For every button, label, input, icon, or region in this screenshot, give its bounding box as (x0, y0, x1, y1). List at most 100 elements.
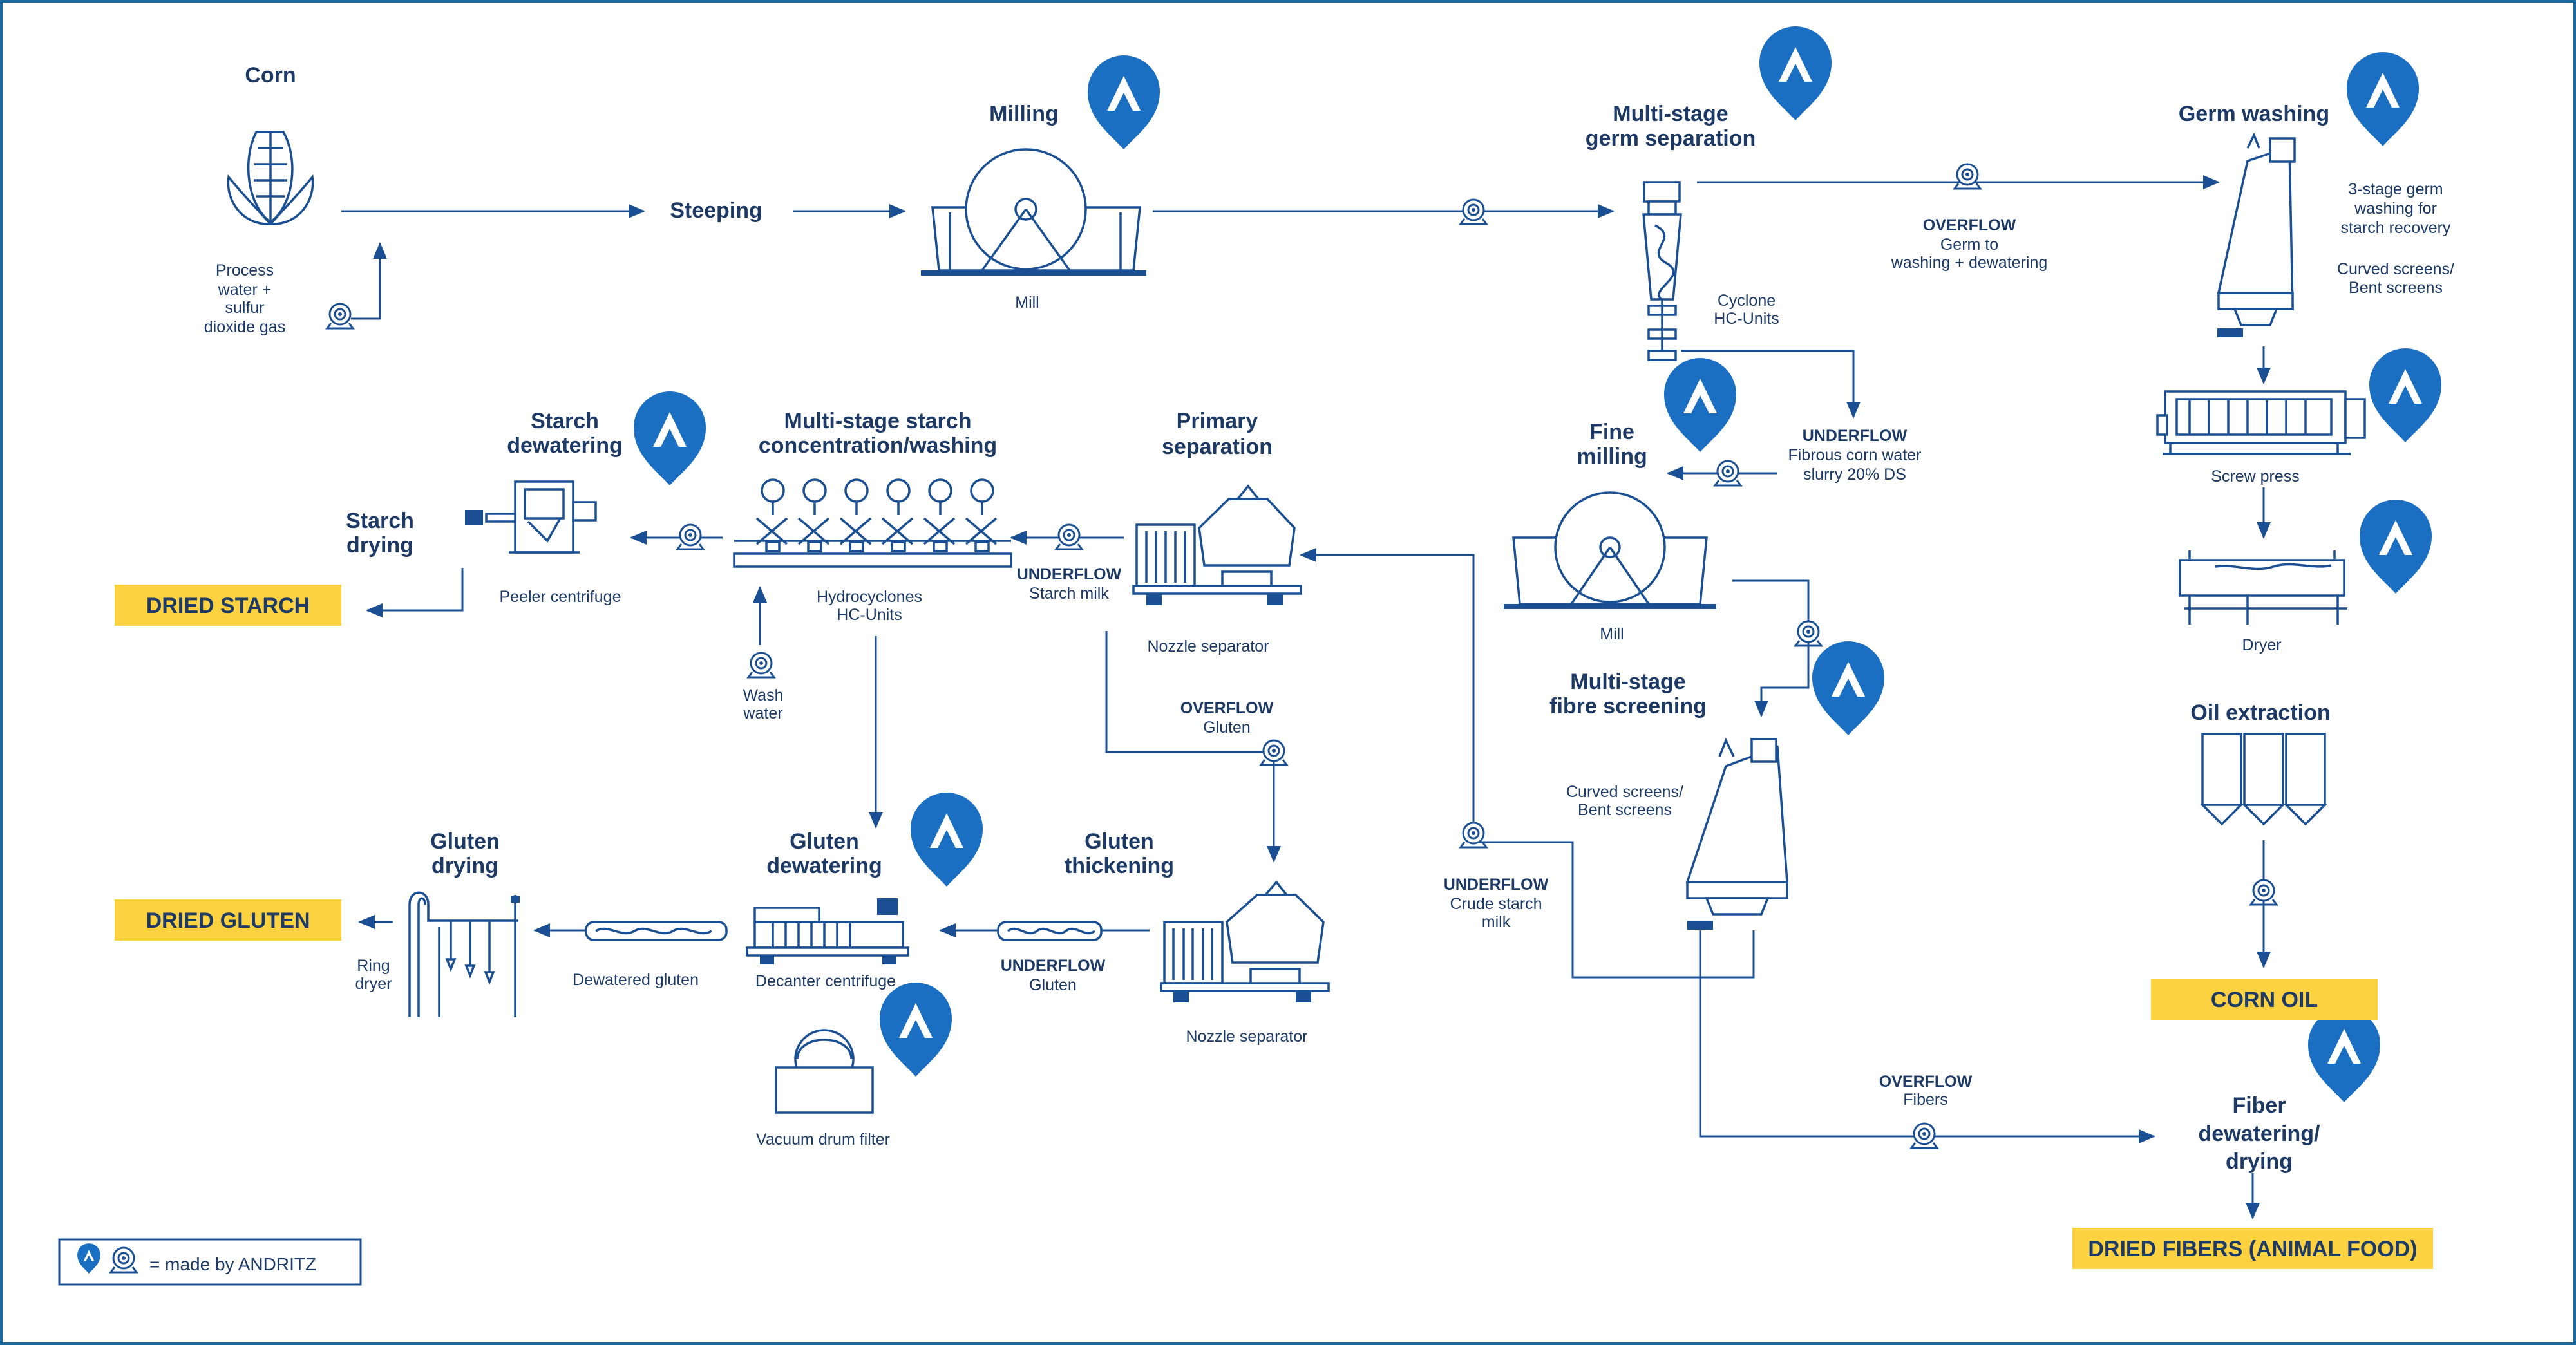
andritz-logo-pin-icon (911, 793, 983, 887)
andritz-logo-pin-icon (1088, 55, 1160, 149)
cyclone-icon (1642, 181, 1682, 361)
title-milling: Milling (989, 102, 1059, 126)
product-corn-oil: CORN OIL (2211, 988, 2318, 1012)
label-overflow-germ-1: Germ to (1940, 236, 1998, 254)
hydrocyclone-unit-icon (886, 478, 911, 503)
fibre-screen-icon (1685, 737, 1788, 930)
title-gluten-thickening-2: thickening (1065, 854, 1174, 878)
flow-gluten-overflow (1105, 631, 1281, 863)
flow-cyclone-underflow (1681, 350, 1861, 419)
pump-icon (2249, 879, 2278, 906)
title-corn: Corn (245, 63, 296, 88)
flow-lines (341, 175, 2271, 1219)
label-germ-note-2: washing for (2354, 200, 2437, 218)
andritz-logo-pin-icon (2369, 348, 2441, 442)
product-dried-gluten: DRIED GLUTEN (146, 908, 310, 933)
title-gluten-dewatering-1: Gluten (790, 829, 859, 854)
label-process-water-3: sulfur (225, 299, 264, 317)
stage-titles: Corn Steeping Milling Multi-stage germ s… (245, 63, 2330, 1174)
hydrocyclone-outlet (891, 541, 906, 552)
decanter-centrifuge-icon (746, 898, 909, 964)
pump-icon (1910, 1122, 1938, 1149)
pump-icon (326, 303, 354, 330)
title-fibre-screening-2: fibre screening (1549, 694, 1707, 719)
label-nozzle-separator-2: Nozzle separator (1186, 1028, 1308, 1046)
label-vacuum-drum: Vacuum drum filter (756, 1131, 890, 1149)
flow-crude-starch (1300, 548, 1755, 979)
title-gluten-drying-1: Gluten (430, 829, 500, 854)
nozzle-separator-icon (1132, 484, 1302, 605)
label-dewatered-gluten: Dewatered gluten (573, 971, 699, 989)
oil-silos-icon (2199, 733, 2328, 826)
title-starch-concentration-1: Multi-stage starch (784, 409, 972, 433)
hydrocyclone-frame (881, 502, 914, 545)
pump-icon (1953, 163, 1982, 190)
label-germ-note-6: Bent screens (2349, 279, 2443, 297)
title-gluten-thickening-1: Gluten (1084, 829, 1154, 854)
label-process-water-1: Process (216, 261, 274, 279)
label-screw-press: Screw press (2211, 467, 2300, 485)
screw-press-icon (2156, 390, 2366, 455)
label-cyclone-2: HC-Units (1714, 310, 1779, 328)
pump-icon (1714, 460, 1742, 487)
label-overflow-fibers: Fibers (1903, 1091, 1947, 1109)
title-oil-extraction: Oil extraction (2190, 701, 2330, 725)
label-curved-screens-2: Bent screens (1578, 801, 1672, 819)
mill-icon (921, 148, 1146, 276)
label-mill-2: Mill (1600, 625, 1624, 643)
flow-process-water (351, 242, 387, 320)
label-process-water-2: water + (218, 281, 272, 299)
label-overflow-germ-title: OVERFLOW (1923, 216, 2016, 234)
label-curved-screens-1: Curved screens/ (1566, 783, 1683, 801)
product-box-corn-oil (2151, 979, 2378, 1020)
label-process-water-4: dioxide gas (204, 318, 285, 336)
andritz-logo-pin-icon (2308, 1008, 2380, 1102)
label-underflow-crude-1: Crude starch (1450, 895, 1542, 913)
product-box-dried-starch (115, 585, 341, 626)
title-gluten-dewatering-2: dewatering (766, 854, 882, 878)
title-starch-dewatering-2: dewatering (507, 433, 622, 458)
label-underflow-gluten-title: UNDERFLOW (1001, 957, 1106, 975)
title-starch-drying-2: drying (346, 533, 413, 558)
hydrocyclones-icon (733, 540, 1012, 568)
pump-icon (1055, 523, 1083, 550)
andritz-logo-pin-icon (1759, 26, 1832, 120)
product-box-dried-gluten (115, 899, 341, 941)
label-peeler-centrifuge: Peeler centrifuge (499, 588, 621, 606)
title-primary-separation-2: separation (1162, 435, 1273, 459)
hydrocyclone-outlet (933, 541, 948, 552)
title-fiber-dewatering-2: dewatering/ (2199, 1122, 2320, 1146)
title-fiber-dewatering-3: drying (2226, 1149, 2293, 1174)
pump-icon (109, 1246, 138, 1274)
title-gluten-drying-2: drying (431, 854, 498, 878)
vacuum-drum-filter-icon (775, 1029, 874, 1114)
pump-icon (1260, 739, 1288, 766)
hydrocyclone-frame (797, 502, 830, 545)
title-steeping: Steeping (670, 198, 762, 223)
legend-text: = made by ANDRITZ (149, 1254, 316, 1274)
label-underflow-fibrous-2: slurry 20% DS (1803, 466, 1906, 484)
andritz-logo-pin-icon (634, 391, 706, 485)
product-dried-fibers: DRIED FIBERS (ANIMAL FOOD) (2088, 1237, 2417, 1261)
label-overflow-gluten: Gluten (1203, 719, 1251, 737)
hydrocyclone-units (755, 478, 998, 552)
gluten-conveyor-icon (997, 921, 1103, 941)
hydrocyclone-frame (923, 502, 956, 545)
label-underflow-starch: Starch milk (1029, 585, 1109, 603)
label-overflow-germ-2: washing + dewatering (1891, 254, 2048, 272)
title-germ-separation-1: Multi-stage (1613, 102, 1728, 126)
title-starch-dewatering-1: Starch (531, 409, 599, 433)
label-nozzle-separator: Nozzle separator (1148, 637, 1269, 655)
title-germ-washing: Germ washing (2179, 102, 2329, 126)
flow-fibers-overflow (1699, 930, 2155, 1143)
label-overflow-fibers-title: OVERFLOW (1879, 1073, 1973, 1091)
hydrocyclone-unit-icon (802, 478, 827, 503)
label-wash-water-2: water (743, 704, 782, 722)
label-dryer: Dryer (2242, 636, 2281, 654)
germ-washing-screen-icon (2217, 132, 2296, 337)
label-cyclone-1: Cyclone (1718, 292, 1776, 310)
flow-starch-drying (366, 568, 464, 617)
pump-icon (747, 652, 775, 679)
